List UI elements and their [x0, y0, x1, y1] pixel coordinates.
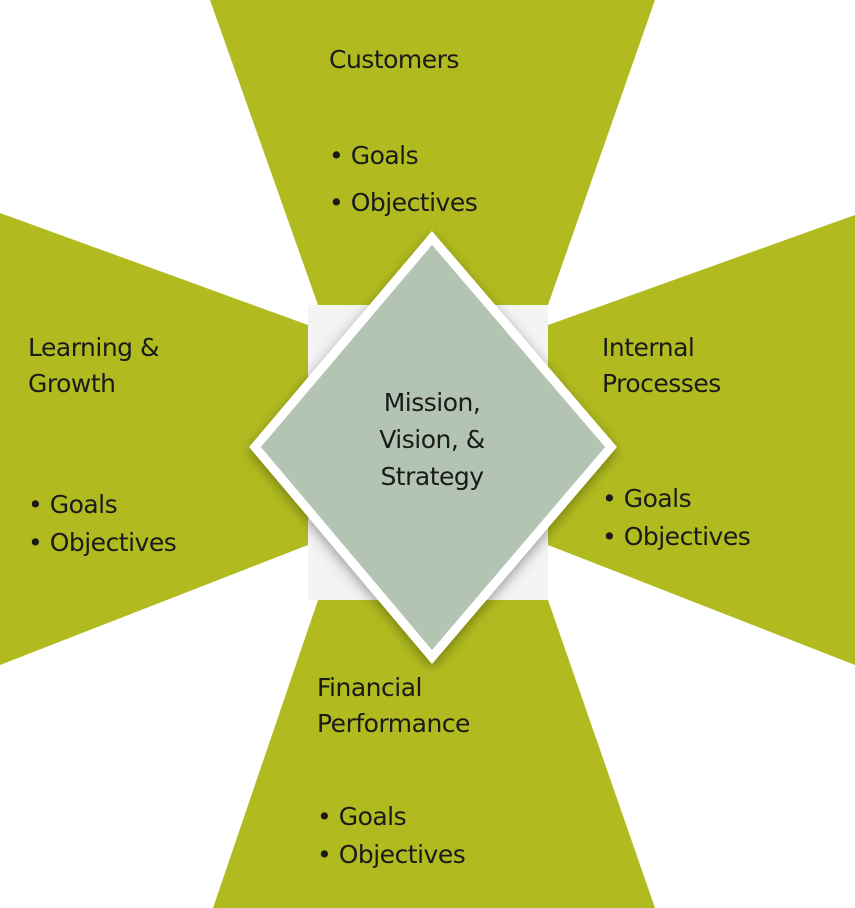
bullet-goals: • Goals [317, 802, 407, 831]
bullet-objectives: • Objectives [329, 188, 478, 217]
panel-top-bullets: • Goals • Objectives [329, 132, 478, 226]
panel-right-shape [548, 215, 855, 665]
panel-left-shape [0, 213, 308, 665]
panel-top-shape [210, 0, 655, 305]
title-line: Financial [317, 673, 422, 702]
panel-left-bullets: • Goals • Objectives [28, 486, 177, 562]
title-line: Internal [602, 333, 695, 362]
bullet-goals: • Goals [329, 141, 419, 170]
center-line: Strategy [380, 462, 484, 491]
bullet-objectives: • Objectives [28, 528, 177, 557]
title-line: Processes [602, 369, 721, 398]
title-line: Performance [317, 709, 470, 738]
bullet-goals: • Goals [602, 484, 692, 513]
bullet-goals: • Goals [28, 490, 118, 519]
panel-top-title: Customers [329, 42, 459, 78]
bullet-objectives: • Objectives [317, 840, 466, 869]
title-line: Learning & [28, 333, 159, 362]
panel-bottom-bullets: • Goals • Objectives [317, 798, 466, 874]
panel-left-title: Learning & Growth [28, 330, 159, 402]
bullet-objectives: • Objectives [602, 522, 751, 551]
title-line: Customers [329, 45, 459, 74]
panel-bottom-title: Financial Performance [317, 670, 470, 742]
center-label: Mission, Vision, & Strategy [332, 384, 532, 495]
panel-right-bullets: • Goals • Objectives [602, 480, 751, 556]
panel-bottom-shape [213, 600, 655, 908]
center-diamond [249, 231, 617, 664]
center-line: Vision, & [379, 425, 485, 454]
panel-right-title: Internal Processes [602, 330, 721, 402]
center-line: Mission, [383, 388, 481, 417]
title-line: Growth [28, 369, 116, 398]
